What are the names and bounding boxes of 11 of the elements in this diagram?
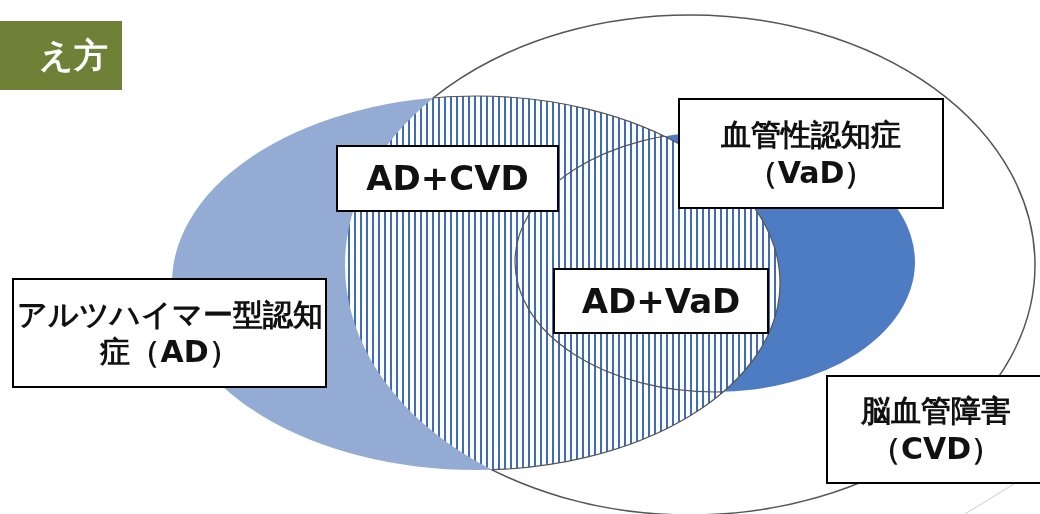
label-box [12,278,327,388]
region-label: 脳血管障害（CVD） [860,392,1012,467]
region-label: AD+VaD [581,279,741,323]
region-label: 血管性認知症（VaD） [720,116,902,191]
label-box [336,145,559,212]
region-label: AD+CVD [366,157,529,200]
region-label: アルツハイマー型認知症（AD） [15,295,324,371]
label-box [553,268,769,334]
section-heading: え方 [0,21,122,90]
label-box [678,98,944,209]
label-box [826,375,1040,484]
